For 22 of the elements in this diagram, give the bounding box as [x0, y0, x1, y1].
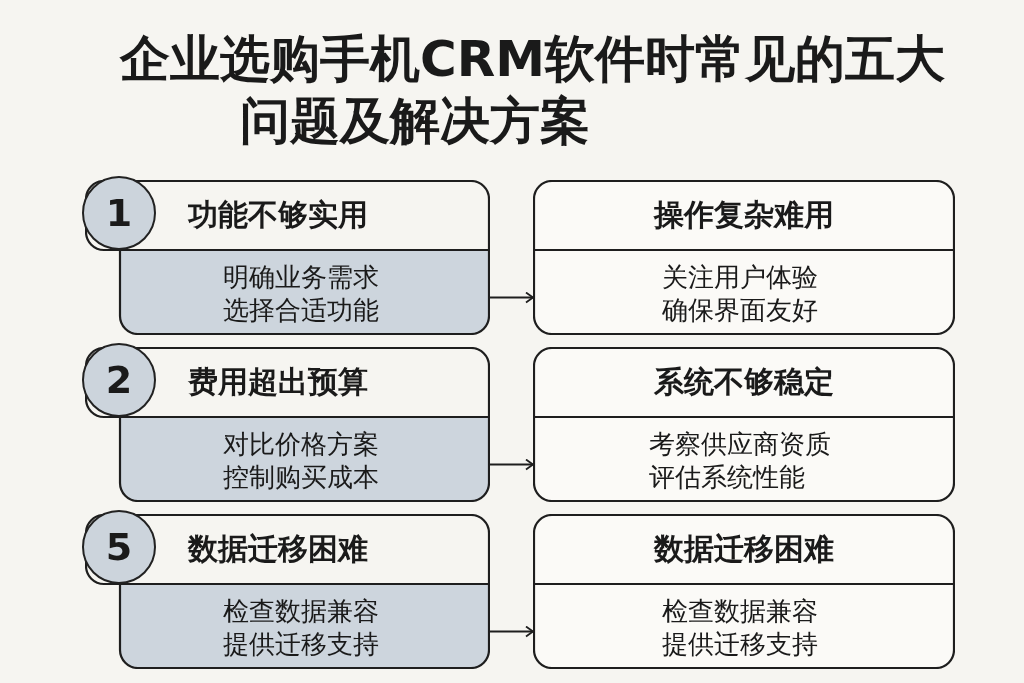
- solution-card: [533, 180, 955, 335]
- card-body-text: 对比价格方案控制购买成本: [223, 428, 381, 494]
- card-heading: 系统不够稳定: [653, 362, 835, 401]
- arrow: [489, 458, 534, 471]
- arrow: [489, 625, 534, 638]
- card-body-text: 关注用户体验确保界面友好: [662, 261, 820, 327]
- card-body-text: 检查数据兼容提供迁移支持: [662, 595, 820, 661]
- card-body-text: 检查数据兼容提供迁移支持: [223, 595, 381, 661]
- number-circle: 5: [82, 510, 156, 584]
- card-heading: 操作复杂难用: [652, 195, 835, 234]
- card-body-text: 明确业务需求选择合适功能: [223, 261, 381, 327]
- card-heading: 费用超出预算: [188, 362, 368, 401]
- arrow: [489, 291, 534, 304]
- solution-card: [533, 514, 955, 669]
- number-circle: 1: [82, 176, 156, 250]
- card-body-text: 考察供应商资质评估系统性能: [649, 428, 833, 494]
- title: 企业选购手机CRM软件时常见的五大问题及解决方案: [120, 29, 946, 152]
- card-heading: 数据迁移困难: [188, 529, 368, 568]
- card-heading: 功能不够实用: [188, 195, 368, 234]
- card-heading: 数据迁移困难: [652, 529, 835, 568]
- solution-card: [533, 347, 955, 502]
- number-circle: 2: [82, 343, 156, 417]
